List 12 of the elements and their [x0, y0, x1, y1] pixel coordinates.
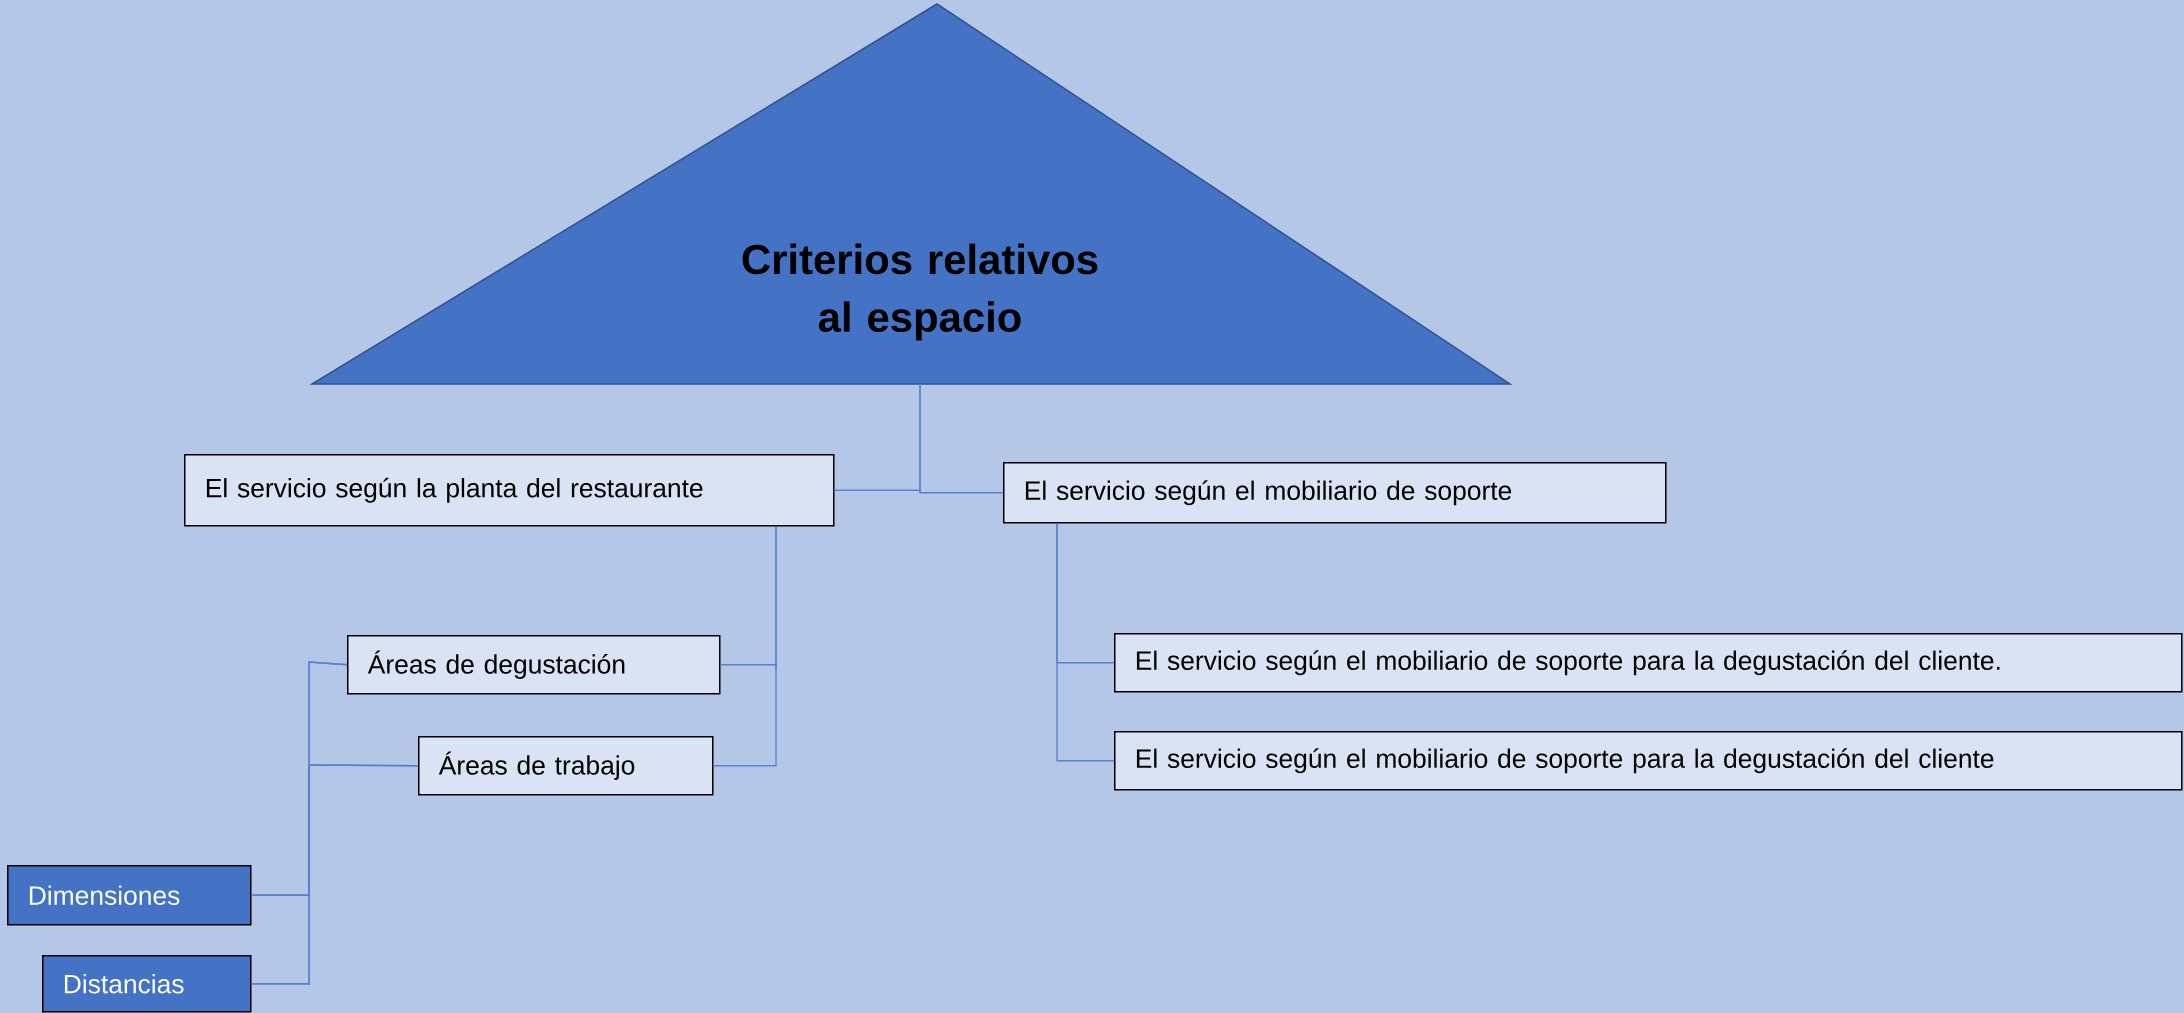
connector	[919, 383, 1004, 494]
connector	[712, 525, 777, 767]
text-box: El servicio según el mobiliario de soporte para la degustación del cliente.	[1114, 633, 2183, 693]
text-box: Áreas de degustación	[347, 635, 721, 695]
connector	[250, 764, 419, 986]
text-box: El servicio según el mobiliario de soporte para la degustación del cliente	[1114, 731, 2183, 791]
connector	[1056, 522, 1115, 762]
text-box: Áreas de trabajo	[418, 736, 714, 796]
text-box: El servicio según la planta del restaurante	[184, 454, 835, 527]
label-box: Dimensiones	[7, 865, 252, 926]
text-box: El servicio según el mobiliario de soporte	[1003, 462, 1667, 524]
label-box: Distancias	[42, 955, 252, 1013]
